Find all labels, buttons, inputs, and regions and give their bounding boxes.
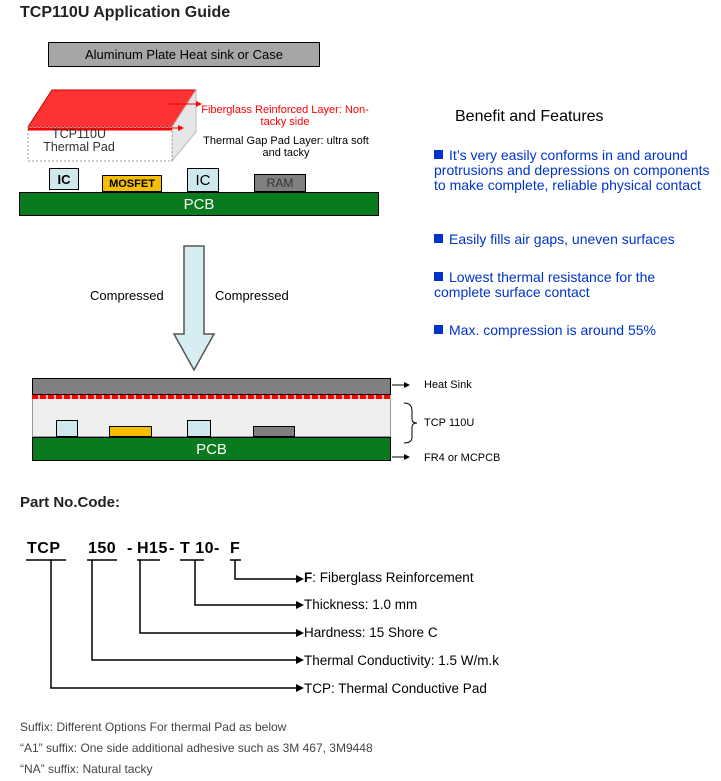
tcp-label: TCP 110U <box>424 417 475 429</box>
benefit-item-1: It’s very easily conforms in and around … <box>434 147 710 193</box>
bullet-square-icon <box>434 325 443 334</box>
legend-conductivity: Thermal Conductivity: 1.5 W/m.k <box>304 653 500 668</box>
benefit-item-2: Easily fills air gaps, uneven surfaces <box>434 232 719 247</box>
heat-sink-label: Heat Sink <box>424 379 472 391</box>
heat-sink-layer <box>32 378 391 395</box>
gap-pad-label: Thermal Gap Pad Layer: ultra soft and ta… <box>203 135 369 159</box>
code-num: 150 <box>88 540 117 557</box>
legend-hardness: Hardness: 15 Shore C <box>304 625 438 640</box>
code-dash-1: - <box>127 540 133 557</box>
component-mosfet: MOSFET <box>102 175 162 192</box>
bottom-comp-3 <box>187 420 211 437</box>
component-ic-1: IC <box>49 168 79 190</box>
fiberglass-label: Fiberglass Reinforced Layer: Non-tacky s… <box>201 104 369 128</box>
bullet-square-icon <box>434 150 443 159</box>
bullet-square-icon <box>434 234 443 243</box>
compress-arrow-icon <box>172 245 216 372</box>
fiberglass-layer-top <box>27 89 197 128</box>
heatsink-plate: Aluminum Plate Heat sink or Case <box>48 42 320 67</box>
suffix-line-2: “A1” suffix: One side additional adhesiv… <box>20 741 373 755</box>
legend-thickness: Thickness: 1.0 mm <box>304 597 418 612</box>
legend-fiberglass: F: Fiberglass Reinforcement <box>304 570 474 585</box>
thermal-pad-label: TCP110U Thermal Pad <box>43 127 115 154</box>
component-ic-2: IC <box>187 168 219 192</box>
suffix-line-1: Suffix: Different Options For thermal Pa… <box>20 720 287 734</box>
thermal-pad-3d <box>27 88 202 163</box>
bullet-square-icon <box>434 272 443 281</box>
page-title: TCP110U Application Guide <box>20 4 231 21</box>
compressed-label-left: Compressed <box>90 288 164 303</box>
compressed-label-right: Compressed <box>215 288 289 303</box>
pcb-board-bottom: PCB <box>32 437 391 461</box>
component-ram: RAM <box>254 174 306 192</box>
benefit-item-3: Lowest thermal resistance for the comple… <box>434 269 656 300</box>
code-fiberglass: F <box>230 540 241 557</box>
benefits-title: Benefit and Features <box>455 108 604 125</box>
code-tcp: TCP <box>27 540 61 557</box>
fiberglass-layer-bottom <box>32 395 391 399</box>
suffix-line-3: “NA” suffix: Natural tacky <box>20 762 153 776</box>
code-hardness: H15 <box>137 540 168 557</box>
bottom-comp-2 <box>109 426 152 437</box>
fr4-label: FR4 or MCPCB <box>424 452 501 464</box>
code-thickness: T 10- <box>180 540 220 557</box>
code-dash-2: - <box>169 540 175 557</box>
pcb-board-top: PCB <box>19 192 379 216</box>
part-no-title: Part No.Code: <box>20 494 121 511</box>
benefit-item-4: Max. compression is around 55% <box>434 323 719 338</box>
bottom-comp-1 <box>56 420 78 437</box>
pad-front-face <box>27 126 173 162</box>
code-connector-lines <box>26 559 304 692</box>
tcp-layer <box>32 399 391 437</box>
bottom-comp-4 <box>253 426 295 437</box>
bottom-pointers <box>392 382 418 460</box>
legend-tcp: TCP: Thermal Conductive Pad <box>304 681 487 696</box>
